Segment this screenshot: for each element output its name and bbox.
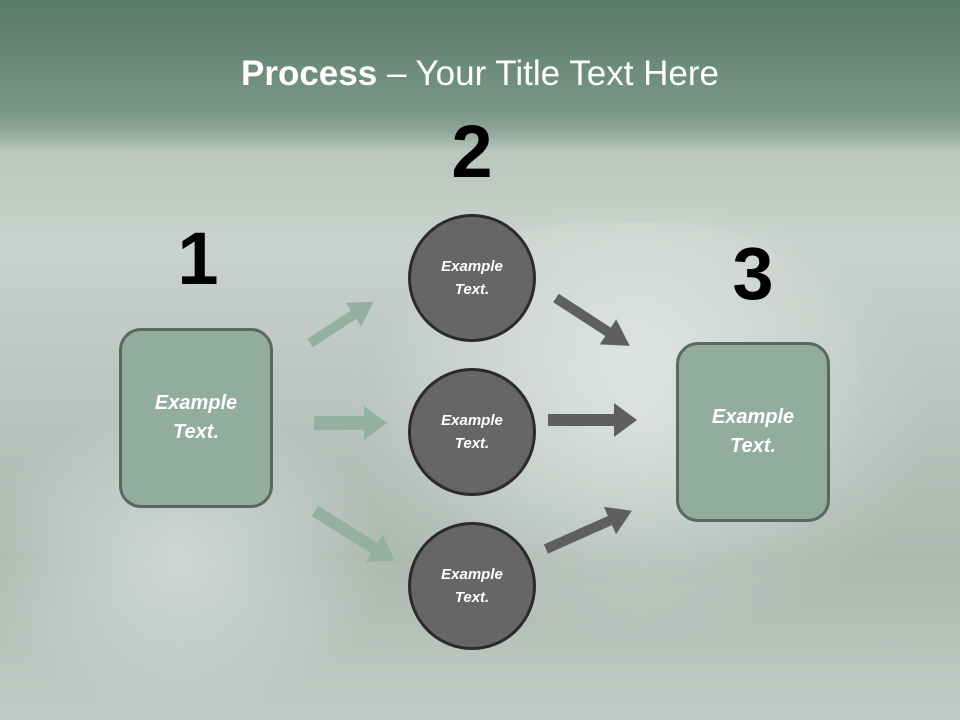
step-1-box: Example Text. [119,328,273,508]
step-3-box: Example Text. [676,342,830,522]
arrow-up-right-icon [307,301,374,348]
title-band [0,0,960,150]
step-2-circle-middle: Example Text. [408,368,536,496]
step-1-label: Example Text. [154,392,238,443]
arrow-up-right-dark-icon [543,506,632,554]
step-number-1: 1 [177,217,219,300]
arrow-right-dark-icon [548,403,637,437]
step-number-3: 3 [732,232,774,315]
step-number-2: 2 [451,110,493,193]
step-3-label: Example Text. [711,406,795,457]
circle-middle-label: Example Text. [441,412,503,452]
step-2-circle-top: Example Text. [408,214,536,342]
arrow-down-right-icon [311,505,395,562]
step-2-circle-bottom: Example Text. [408,522,536,650]
title-rest: – Your Title Text Here [377,54,719,93]
title-bold: Process [241,54,378,93]
circle-top-label: Example Text. [441,258,503,298]
arrow-right-icon [314,406,387,440]
arrow-down-right-dark-icon [553,293,630,346]
circle-bottom-label: Example Text. [441,566,503,606]
slide-title: Process – Your Title Text Here [0,52,960,96]
